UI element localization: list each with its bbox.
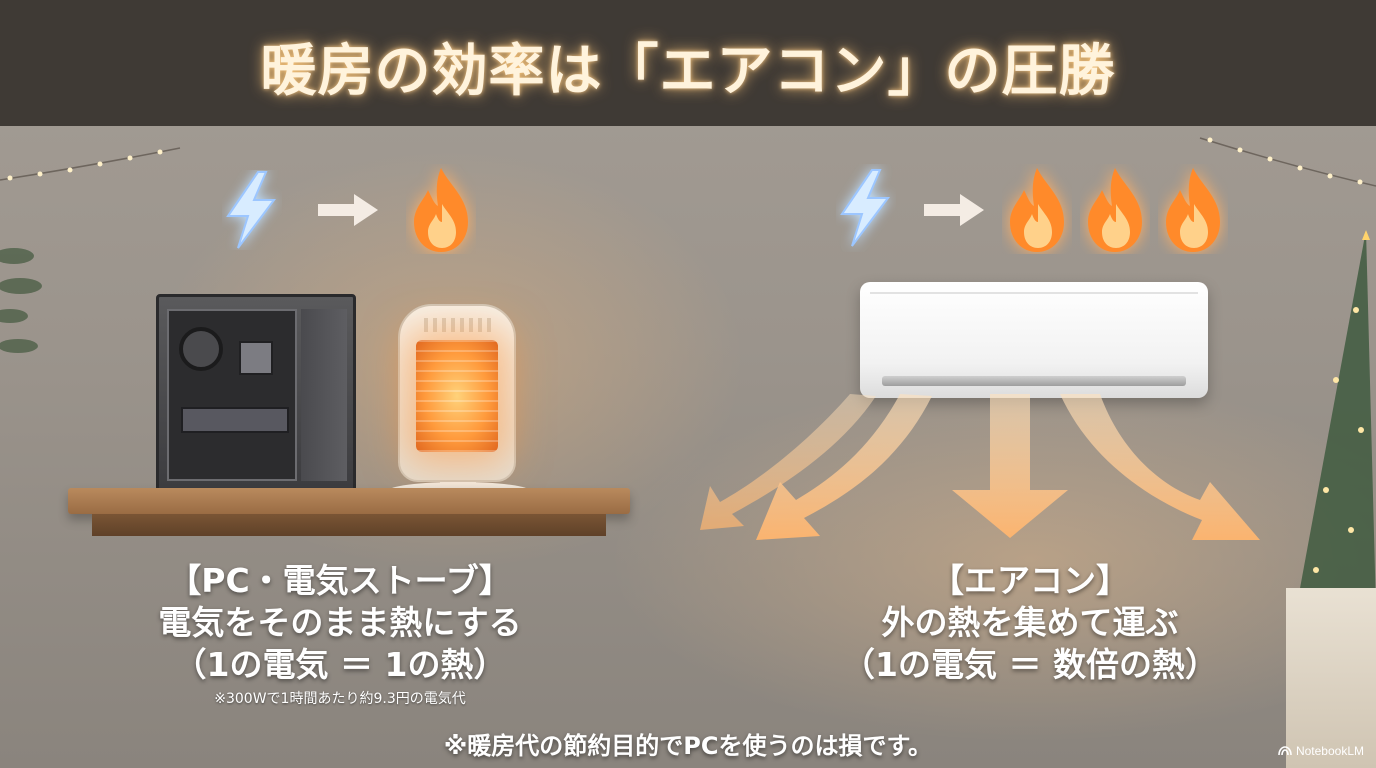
- aircon-panel-line: [870, 292, 1198, 294]
- left-caption: 【PC・電気ストーブ】 電気をそのまま熱にする （1の電気 ＝ 1の熱）: [110, 560, 570, 686]
- left-caption-description: 電気をそのまま熱にする: [158, 603, 522, 642]
- warm-airflow-arrows: [700, 394, 1260, 540]
- footer-note: ※暖房代の節約目的でPCを使うのは損です。: [443, 732, 933, 760]
- pc-tower-illustration: [156, 294, 356, 494]
- brand-name: NotebookLM: [1295, 744, 1364, 758]
- left-caption-ratio: （1の電気 ＝ 1の熱）: [173, 645, 507, 684]
- cpu-icon: [239, 341, 273, 375]
- pc-glass-panel: [167, 309, 297, 481]
- side-cabinet: [1286, 588, 1376, 768]
- heater-vents: [424, 318, 494, 332]
- plant-left: [0, 248, 42, 353]
- electricity-cost-note: ※300Wで1時間あたり約9.3円の電気代: [214, 691, 466, 707]
- lightning-icon: [840, 169, 890, 247]
- fan-icon: [179, 327, 223, 371]
- string-lights: [0, 137, 1376, 187]
- notebooklm-logo-icon: [1278, 746, 1292, 756]
- left-caption-heading: 【PC・電気ストーブ】: [168, 561, 512, 600]
- flame-icon: [1010, 168, 1064, 252]
- brand-watermark: NotebookLM: [1278, 744, 1364, 758]
- right-caption-ratio: （1の電気 ＝ 数倍の熱）: [842, 645, 1218, 684]
- flame-icon: [1088, 168, 1142, 252]
- flame-icon: [1166, 168, 1220, 252]
- page-title: 暖房の効率は「エアコン」の圧勝: [260, 39, 1116, 104]
- aircon-air-outlet: [882, 376, 1186, 386]
- right-caption-description: 外の熱を集めて運ぶ: [881, 603, 1179, 642]
- heater-heating-element: [416, 340, 498, 452]
- air-conditioner-illustration: [860, 282, 1208, 398]
- electric-heater-illustration: [398, 304, 516, 482]
- arrow-right-icon: [924, 194, 984, 226]
- arrow-right-icon: [318, 194, 378, 226]
- right-caption: 【エアコン】 外の熱を集めて運ぶ （1の電気 ＝ 数倍の熱）: [800, 560, 1260, 686]
- wooden-shelf: [68, 488, 630, 514]
- pc-front-panel: [301, 309, 347, 481]
- lightning-icon: [226, 171, 276, 249]
- shelf-bracket: [92, 514, 606, 536]
- christmas-tree: [1296, 230, 1376, 610]
- header-bar: [0, 0, 1376, 126]
- right-caption-heading: 【エアコン】: [931, 561, 1129, 600]
- flame-icon: [414, 168, 468, 252]
- gpu-icon: [181, 407, 289, 433]
